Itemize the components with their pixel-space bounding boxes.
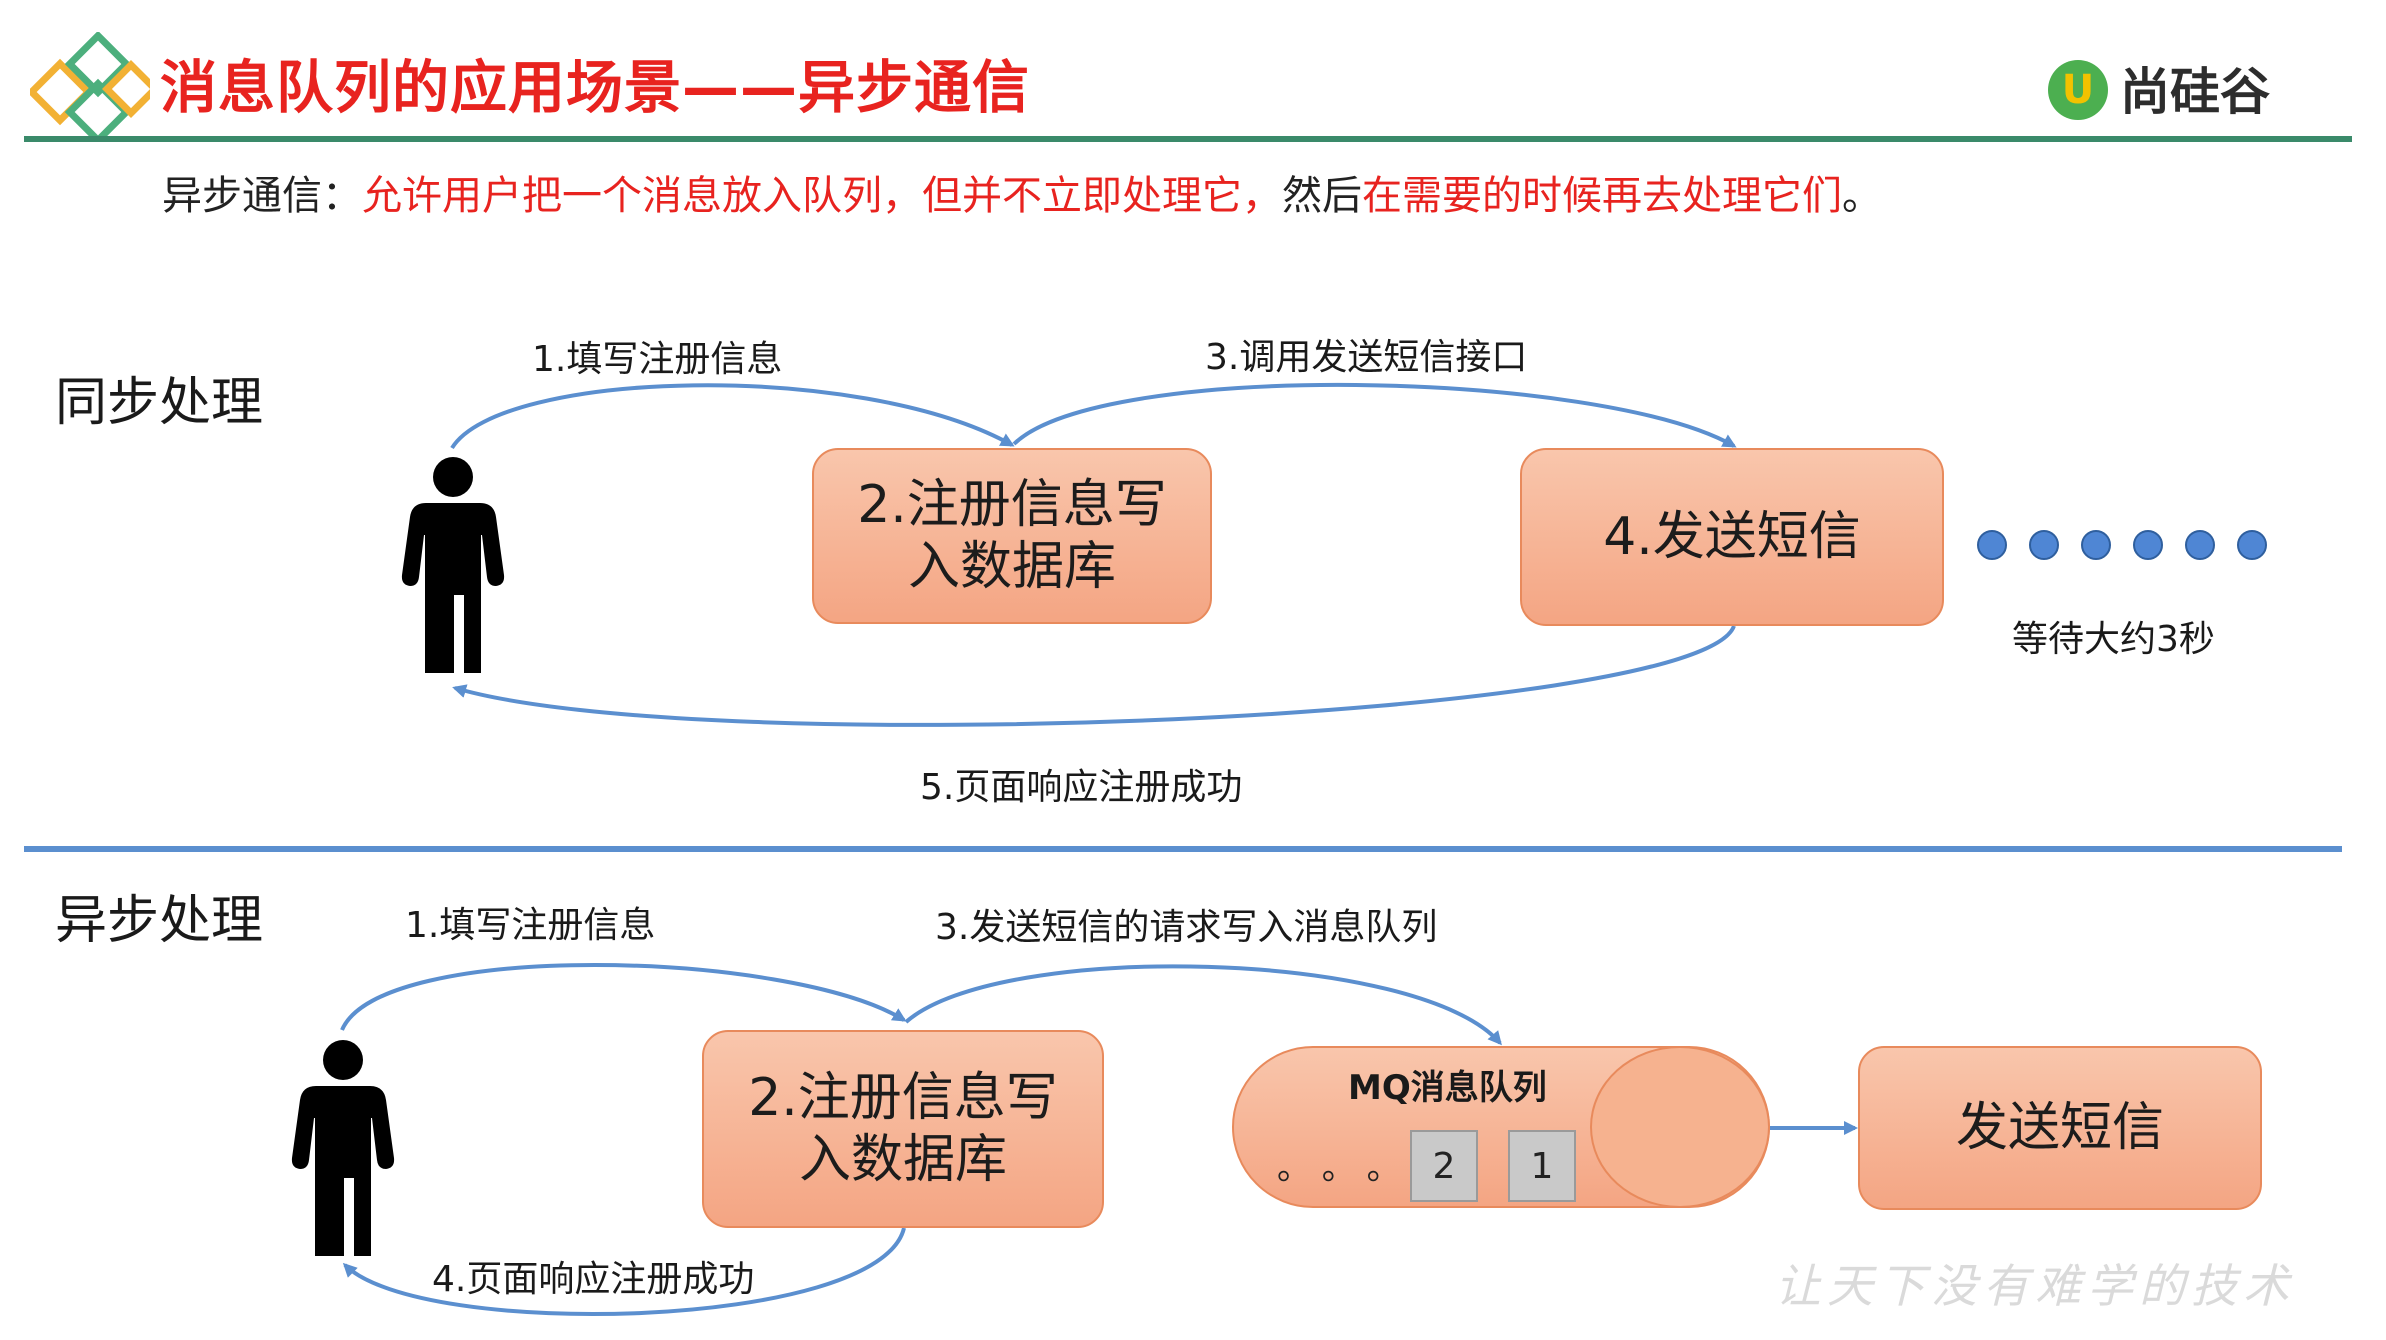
wait-dot-icon	[2185, 530, 2215, 560]
definition-part3: 在需要的时候再去处理它们	[1362, 173, 1842, 219]
watermark: 让天下没有难学的技术	[1775, 1259, 2295, 1313]
async-db-box: 2.注册信息写入数据库	[702, 1030, 1104, 1228]
sync-wait-label: 等待大约3秒	[2012, 619, 2215, 660]
wait-dot-icon	[2133, 530, 2163, 560]
sync-arrow-step5	[452, 625, 1736, 727]
wait-dot-icon	[1977, 530, 2007, 560]
definition-text: 异步通信：允许用户把一个消息放入队列，但并不立即处理它，然后在需要的时候再去处理…	[162, 163, 1882, 221]
sync-wait-dots	[1977, 530, 2267, 560]
sync-db-box: 2.注册信息写入数据库	[812, 448, 1212, 624]
brand-diamond-icon	[30, 32, 150, 142]
sync-user-person-icon	[401, 457, 505, 673]
logo-text: 尚硅谷	[2120, 63, 2270, 121]
async-sms-box: 发送短信	[1858, 1046, 2262, 1210]
mq-queue-end-cap	[1590, 1046, 1770, 1208]
header-rule	[24, 136, 2352, 142]
wait-dot-icon	[2081, 530, 2111, 560]
sync-sms-box: 4.发送短信	[1520, 448, 1944, 626]
async-db-box-label: 2.注册信息写入数据库	[748, 1067, 1058, 1190]
sync-arrow-step1	[450, 383, 1015, 450]
async-arrow-step4	[342, 1227, 906, 1317]
async-step4-label: 4.页面响应注册成功	[432, 1259, 755, 1300]
mq-slot-1-label: 1	[1530, 1145, 1554, 1187]
definition-end: 。	[1842, 173, 1882, 219]
async-step1-label: 1.填写注册信息	[405, 905, 656, 946]
definition-term: 异步通信：	[162, 173, 362, 219]
page-title: 消息队列的应用场景——异步通信	[160, 55, 1030, 121]
section-divider	[24, 846, 2342, 852]
sync-db-box-label: 2.注册信息写入数据库	[857, 474, 1167, 597]
async-user-person-icon	[291, 1040, 395, 1256]
sync-step5-label: 5.页面响应注册成功	[920, 767, 1243, 808]
sync-arrow-step3	[1012, 382, 1737, 448]
definition-part1: 允许用户把一个消息放入队列，但并不立即处理它，	[362, 173, 1282, 219]
sync-section-label: 同步处理	[55, 373, 264, 433]
async-step3-label: 3.发送短信的请求写入消息队列	[935, 907, 1438, 948]
logo-mark: U	[2061, 67, 2095, 113]
sync-sms-box-label: 4.发送短信	[1603, 506, 1861, 567]
async-sms-box-label: 发送短信	[1955, 1097, 2164, 1158]
sync-step3-label: 3.调用发送短信接口	[1205, 337, 1528, 378]
async-arrow-step1	[340, 963, 907, 1031]
logo-badge-icon: U	[2048, 60, 2108, 120]
wait-dot-icon	[2029, 530, 2059, 560]
mq-title: MQ消息队列	[1348, 1068, 1547, 1108]
sync-step1-label: 1.填写注册信息	[532, 339, 783, 380]
definition-part2: 然后	[1282, 173, 1362, 219]
async-arrow-step3	[904, 964, 1502, 1046]
async-section-label: 异步处理	[55, 891, 264, 951]
mq-message-slot: 2	[1410, 1130, 1478, 1202]
wait-dot-icon	[2237, 530, 2267, 560]
mq-slot-2-label: 2	[1432, 1145, 1456, 1187]
mq-ellipsis: 。 。 。	[1277, 1148, 1401, 1188]
mq-message-slot: 1	[1508, 1130, 1576, 1202]
